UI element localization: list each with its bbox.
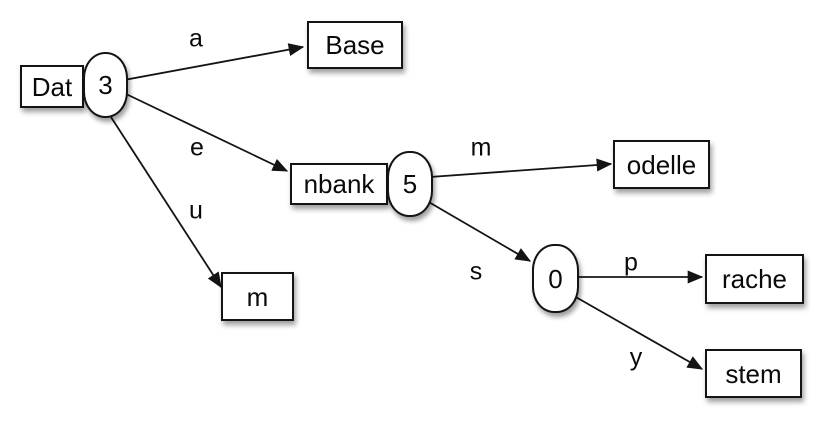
node-m-leaf: m — [221, 272, 294, 321]
node-rache: rache — [705, 254, 804, 304]
node-rache-label: rache — [721, 264, 788, 294]
edge-label-a: a — [189, 24, 203, 53]
node-zero-count-label: 0 — [548, 263, 563, 294]
node-stem: stem — [705, 349, 802, 398]
node-zero-count: 0 — [532, 244, 579, 313]
node-nbank-label: nbank — [303, 169, 375, 199]
edge-label-y: y — [629, 343, 643, 372]
node-nbank: nbank — [290, 163, 388, 205]
edge-a-arrow — [123, 43, 305, 81]
node-nbank-count: 5 — [387, 151, 433, 217]
node-odelle: odelle — [613, 140, 710, 189]
node-dat-count-label: 3 — [98, 70, 113, 100]
edge-y-arrow — [573, 295, 704, 370]
edge-label-e: e — [190, 133, 204, 162]
node-base-label: Base — [325, 30, 385, 60]
edge-label-p: p — [624, 248, 638, 277]
node-odelle-label: odelle — [626, 149, 697, 180]
node-m-leaf-label: m — [246, 281, 269, 312]
node-nbank-count-label: 5 — [402, 169, 418, 199]
edge-label-s: s — [469, 257, 483, 286]
edge-m-arrow — [429, 158, 613, 178]
node-dat: Dat — [20, 65, 84, 108]
node-dat-count: 3 — [83, 52, 128, 118]
edge-u-arrow — [108, 113, 222, 289]
edge-label-m: m — [470, 133, 492, 162]
edge-e-arrow — [123, 92, 289, 172]
edge-label-u: u — [189, 196, 203, 225]
node-stem-label: stem — [725, 358, 782, 389]
node-base: Base — [307, 21, 403, 69]
node-dat-label: Dat — [31, 71, 73, 102]
edge-s-arrow — [426, 200, 532, 262]
